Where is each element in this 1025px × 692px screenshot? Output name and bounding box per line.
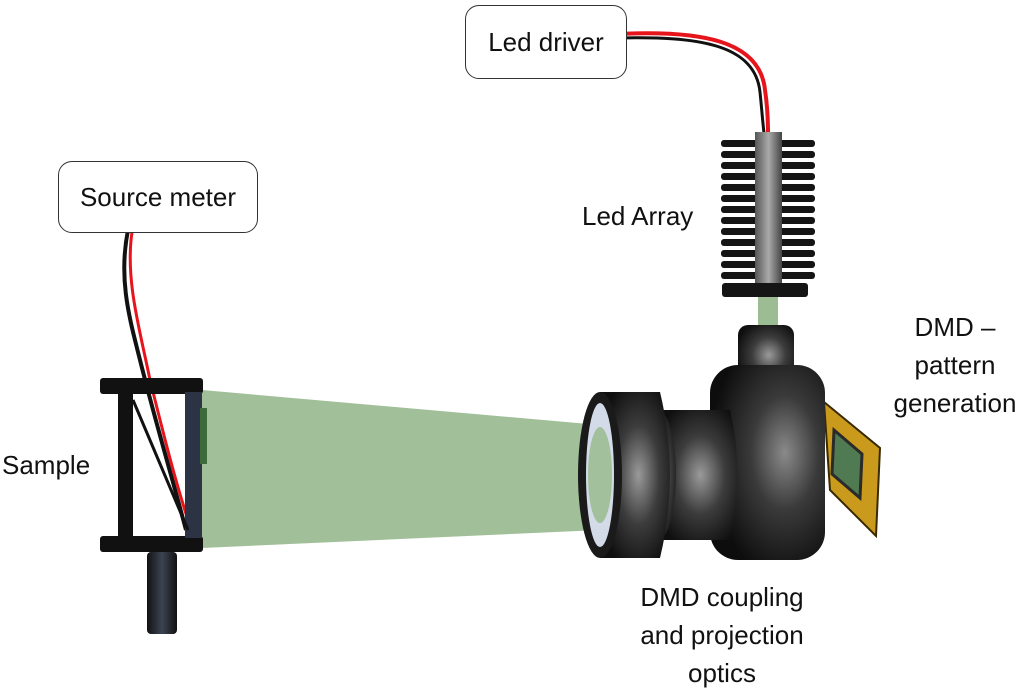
led-driver-label: Led driver	[465, 5, 627, 79]
led-light-beam	[758, 296, 778, 330]
dmd-chip-glass	[830, 426, 864, 502]
dmd-coupling-line-1: DMD coupling	[640, 582, 804, 612]
dmd-chip	[822, 399, 882, 539]
sample-post	[147, 552, 177, 634]
led-array-label: Led Array	[582, 201, 694, 231]
projection-light-beam	[202, 390, 600, 548]
led-array	[721, 132, 815, 297]
optics-front-lens-light	[588, 427, 612, 523]
heatsink-core	[755, 132, 782, 284]
dmd-pattern-line-1: DMD –	[914, 312, 996, 342]
led-base-plate	[722, 283, 808, 297]
dmd-pattern-line-2: pattern	[914, 350, 996, 380]
sample-wire-red	[128, 231, 190, 521]
sample-cell	[200, 408, 207, 464]
led-wire-black	[617, 36, 766, 134]
optics-middle-barrel	[655, 410, 738, 540]
sample-frame-bottom	[100, 536, 203, 552]
dmd-coupling-label: DMD coupling and projection optics	[612, 578, 832, 692]
sample-frame-left	[118, 392, 133, 538]
sample-label: Sample	[2, 450, 91, 480]
dmd-pattern-label: DMD – pattern generation	[880, 308, 1025, 422]
dmd-coupling-line-3: optics	[688, 658, 756, 688]
sample-plate	[185, 392, 202, 538]
source-meter-label: Source meter	[58, 161, 258, 233]
dmd-pattern-line-3: generation	[893, 388, 1017, 418]
sample-wire-black	[122, 229, 188, 531]
sample-holder	[100, 378, 207, 634]
dmd-coupling-line-2: and projection	[640, 620, 804, 650]
optics-main-body	[710, 365, 825, 560]
sample-frame-top	[100, 378, 203, 394]
dmd-optics	[578, 325, 825, 560]
led-wire-red	[617, 31, 770, 134]
sample-diagonal	[131, 399, 190, 531]
